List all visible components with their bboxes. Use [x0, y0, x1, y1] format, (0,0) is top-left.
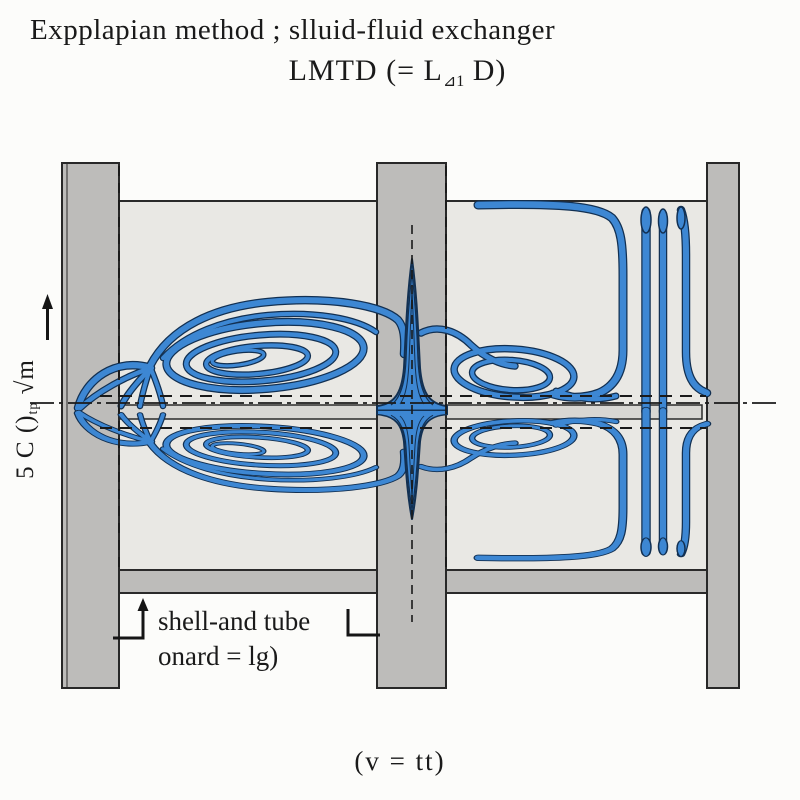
y-axis-subscript: tp: [26, 401, 41, 415]
shell-label-bracket-icon: [346, 609, 380, 637]
formula-prefix: LMTD (= L: [288, 54, 443, 87]
flow-streamlines-upper: [73, 199, 712, 417]
guide-lines: [30, 166, 778, 622]
y-axis-label: 5 C ()tp √m: [12, 324, 44, 514]
shell-label-arrow-icon: [137, 598, 149, 611]
annotations: [42, 294, 380, 640]
shell-and-tube-label: shell-and tube onard = lg): [158, 604, 310, 673]
shell-label-arrow-shaft: [113, 606, 145, 640]
page-title: Expplapian method ; slluid-fluid exchang…: [30, 14, 556, 46]
right-tube-sheet: [706, 162, 740, 689]
flow-direction-arrow-icon: [42, 294, 53, 309]
stripe-caps: [640, 206, 686, 234]
formula-subscript: ⊿1: [442, 73, 465, 90]
formula-suffix: D): [464, 54, 507, 87]
y-axis-main: 5 C (): [12, 414, 39, 479]
bottom-caption: (v = tt): [354, 746, 446, 776]
shell-label-line2: onard = lg): [158, 640, 279, 671]
formula-text: LMTD (= L⊿1 D): [0, 54, 795, 91]
y-axis-tail: √m: [12, 359, 39, 402]
shell-label-line1: shell-and tube: [158, 606, 311, 636]
